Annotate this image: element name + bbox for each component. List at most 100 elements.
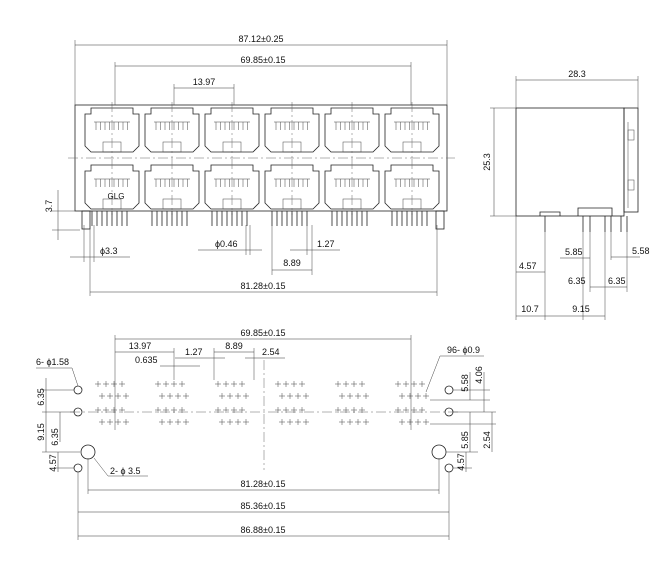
- pin-hole: [303, 419, 309, 425]
- side-height: 25.3: [482, 153, 492, 171]
- rj45-port: [144, 102, 200, 158]
- pin-hole: [107, 419, 113, 425]
- pin-hole: [171, 407, 177, 413]
- pin-hole: [215, 381, 221, 387]
- pin-hole: [407, 393, 413, 399]
- pin-hole: [355, 393, 361, 399]
- pin-hole: [99, 393, 105, 399]
- front-overall-width: 87.12±0.25: [239, 34, 284, 44]
- pin-hole: [115, 393, 121, 399]
- pin-hole: [123, 419, 129, 425]
- pin-hole: [415, 419, 421, 425]
- pin-hole: [175, 393, 181, 399]
- foot-grid-x: 0.635: [135, 355, 158, 365]
- pin-hole: [347, 419, 353, 425]
- rj45-port: [324, 102, 380, 158]
- pin-hole: [103, 381, 109, 387]
- side-depth: 28.3: [568, 69, 586, 79]
- pin-hole: [179, 407, 185, 413]
- rj45-port: [144, 159, 200, 215]
- foot-mount-holes: 6- ϕ1.58: [36, 357, 69, 367]
- pin-hole: [243, 393, 249, 399]
- front-pitch: 13.97: [193, 77, 216, 87]
- pin-hole: [227, 393, 233, 399]
- port-outline: [264, 164, 320, 210]
- front-marking: GLG: [108, 192, 125, 201]
- pin-hole: [355, 419, 361, 425]
- foot-right-c: 5.85: [460, 431, 470, 449]
- pin-hole: [335, 381, 341, 387]
- peg-left: [81, 210, 91, 230]
- pin-hole: [423, 419, 429, 425]
- port-array: [84, 102, 440, 215]
- foot-peg-holes: 2- ϕ 3.5: [110, 466, 141, 476]
- pin-hole: [279, 393, 285, 399]
- port-outline: [204, 107, 260, 153]
- pin-hole: [399, 419, 405, 425]
- pin-hole: [99, 419, 105, 425]
- rj45-port: [84, 102, 140, 158]
- pin-hole: [407, 419, 413, 425]
- footprint-holes: [95, 381, 429, 425]
- pin-hole: [215, 407, 221, 413]
- foot-left-a: 6.35: [36, 388, 46, 406]
- pin-hole: [95, 407, 101, 413]
- pin-hole: [419, 381, 425, 387]
- pin-hole: [239, 381, 245, 387]
- rj45-port: [204, 159, 260, 215]
- pin-hole: [115, 419, 121, 425]
- side-d3: 4.57: [519, 261, 537, 271]
- foot-left-c: 6.35: [50, 428, 60, 446]
- pin-hole: [95, 381, 101, 387]
- foot-width-pins: 81.28±0.15: [241, 479, 286, 489]
- pin-hole: [167, 393, 173, 399]
- pin-hole: [343, 407, 349, 413]
- pin-hole: [235, 393, 241, 399]
- pin-hole: [231, 407, 237, 413]
- pin-hole: [159, 393, 165, 399]
- foot-width-total: 86.88±0.15: [241, 525, 286, 535]
- pin-hole: [219, 393, 225, 399]
- foot-right-e: 4.57: [456, 453, 466, 471]
- pin-hole: [419, 407, 425, 413]
- pin-hole: [175, 419, 181, 425]
- pin-hole: [363, 419, 369, 425]
- pin-hole: [287, 393, 293, 399]
- foot-right-a: 5.58: [460, 374, 470, 392]
- pin-hole: [403, 407, 409, 413]
- footprint-view: 69.85±0.15 13.97 0.635 1.27 8.89 2.54 6-…: [36, 328, 496, 540]
- pin-hole: [291, 407, 297, 413]
- pin-hole: [411, 381, 417, 387]
- pin-hole: [363, 393, 369, 399]
- side-d7: 9.15: [572, 304, 590, 314]
- front-pin-dia: ϕ0.46: [215, 239, 238, 249]
- pin-hole: [219, 419, 225, 425]
- port-outline: [204, 164, 260, 210]
- pin-hole: [351, 381, 357, 387]
- side-d5: 6.35: [608, 276, 626, 286]
- pin-hole: [119, 407, 125, 413]
- front-pin-span: 81.28±0.15: [241, 281, 286, 291]
- pin-hole: [223, 407, 229, 413]
- rj45-port: [384, 102, 440, 158]
- pin-hole: [339, 419, 345, 425]
- pin-hole: [299, 407, 305, 413]
- side-d2: 5.58: [632, 246, 650, 256]
- front-pins: [81, 210, 445, 230]
- side-d6: 10.7: [521, 304, 539, 314]
- foot-right-d: 2.54: [482, 431, 492, 449]
- port-outline: [324, 164, 380, 210]
- pin-hole: [111, 407, 117, 413]
- pin-hole: [359, 381, 365, 387]
- pin-hole: [395, 407, 401, 413]
- foot-row-off: 8.89: [225, 341, 243, 351]
- pin-hole: [107, 393, 113, 399]
- pin-hole: [335, 407, 341, 413]
- rj45-port: [204, 102, 260, 158]
- rj45-port: [264, 159, 320, 215]
- front-standoff: 3.7: [44, 200, 54, 213]
- pin-hole: [415, 393, 421, 399]
- pin-hole: [275, 381, 281, 387]
- side-d1: 5.85: [565, 247, 583, 257]
